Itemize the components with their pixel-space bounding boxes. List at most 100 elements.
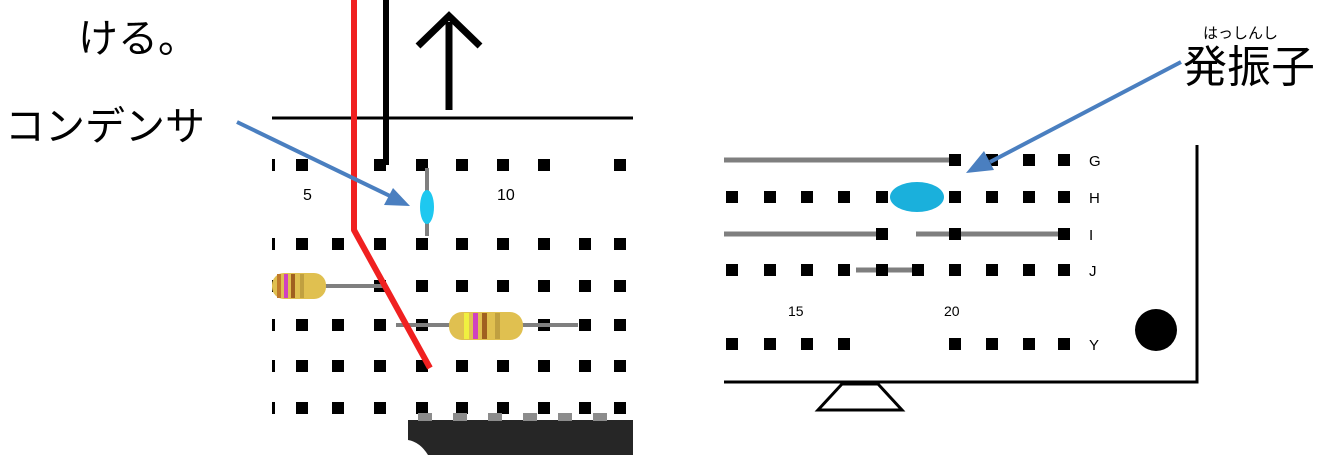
breadboard-hole (538, 280, 550, 292)
breadboard-hole (764, 264, 776, 276)
breadboard-hole (1058, 154, 1070, 166)
breadboard-hole (614, 319, 626, 331)
breadboard-hole (296, 159, 308, 171)
ic-chip (408, 413, 633, 455)
breadboard-hole (332, 238, 344, 250)
breadboard-hole (579, 402, 591, 414)
breadboard-hole (986, 264, 998, 276)
breadboard-hole (497, 280, 509, 292)
breadboard-hole (949, 338, 961, 350)
oscillator-pointer-arrow (966, 60, 1182, 173)
breadboard-hole (614, 402, 626, 414)
breadboard-hole (1023, 154, 1035, 166)
breadboard-hole-edge (272, 360, 275, 372)
breadboard-hole (497, 360, 509, 372)
board-stand (814, 382, 906, 412)
breadboard-hole (1023, 264, 1035, 276)
column-number-5: 5 (303, 187, 312, 204)
breadboard-hole (949, 154, 961, 166)
breadboard-hole (1023, 338, 1035, 350)
breadboard-hole (374, 238, 386, 250)
breadboard-hole (374, 402, 386, 414)
breadboard-hole (332, 402, 344, 414)
top-text: ける。 (78, 16, 198, 62)
breadboard-hole (986, 191, 998, 203)
breadboard-hole (614, 280, 626, 292)
breadboard-hole (1023, 191, 1035, 203)
breadboard-hole (876, 191, 888, 203)
row-label-j: J (1089, 263, 1097, 280)
breadboard-hole (296, 238, 308, 250)
breadboard-hole (1058, 264, 1070, 276)
resistor-1 (272, 273, 386, 299)
breadboard-hole (726, 264, 738, 276)
breadboard-hole (579, 360, 591, 372)
breadboard-hole (374, 360, 386, 372)
breadboard-hole (456, 238, 468, 250)
breadboard-hole (949, 264, 961, 276)
breadboard-hole-edge (272, 159, 275, 171)
column-number-20: 20 (944, 303, 960, 319)
breadboard-hole (332, 319, 344, 331)
column-number-10: 10 (497, 187, 515, 204)
breadboard-hole-edge (272, 238, 275, 250)
breadboard-hole (801, 264, 813, 276)
board-frame (724, 145, 1199, 384)
breadboard-hole (538, 360, 550, 372)
breadboard-hole (614, 238, 626, 250)
breadboard-hole (1058, 191, 1070, 203)
breadboard-hole (838, 338, 850, 350)
red-wire (351, 0, 433, 370)
breadboard-hole (801, 191, 813, 203)
oscillator-label: 発振子 (1183, 42, 1315, 93)
breadboard-hole (912, 264, 924, 276)
breadboard-hole (764, 338, 776, 350)
breadboard-hole (374, 319, 386, 331)
breadboard-hole (876, 264, 888, 276)
breadboard-hole (497, 159, 509, 171)
breadboard-hole (296, 360, 308, 372)
capacitor-pointer-arrow (236, 120, 410, 206)
capacitor-label: コンデンサ (5, 104, 205, 150)
breadboard-hole (497, 238, 509, 250)
breadboard-hole (456, 280, 468, 292)
breadboard-hole (332, 360, 344, 372)
breadboard-hole (296, 319, 308, 331)
oscillator-ruby: はっしんし (1203, 24, 1278, 42)
breadboard-hole (456, 159, 468, 171)
breadboard-hole (764, 191, 776, 203)
breadboard-hole-edge (272, 402, 275, 414)
resistor-2 (396, 312, 578, 340)
breadboard-hole (579, 238, 591, 250)
row-label-i: I (1089, 227, 1093, 244)
breadboard-hole (838, 191, 850, 203)
breadboard-hole (838, 264, 850, 276)
breadboard-hole (538, 402, 550, 414)
breadboard-hole (801, 338, 813, 350)
left-hole-grid (272, 159, 626, 414)
breadboard-hole (614, 360, 626, 372)
row-label-h: H (1089, 190, 1100, 207)
capacitor (420, 168, 434, 236)
breadboard-hole (986, 338, 998, 350)
breadboard-hole (1058, 228, 1070, 240)
breadboard-hole (614, 159, 626, 171)
right-hole-grid (726, 154, 1070, 350)
breadboard-hole (949, 228, 961, 240)
breadboard-hole (497, 402, 509, 414)
column-number-15: 15 (788, 303, 804, 319)
row-label-g: G (1089, 153, 1101, 170)
breadboard-hole (374, 159, 386, 171)
up-arrow-icon (415, 11, 483, 110)
breadboard-hole (538, 238, 550, 250)
breadboard-hole (876, 228, 888, 240)
breadboard-hole (579, 319, 591, 331)
breadboard-hole (416, 402, 428, 414)
breadboard-hole (296, 402, 308, 414)
row-label-y: Y (1089, 337, 1099, 354)
breadboard-hole (1058, 338, 1070, 350)
breadboard-hole (538, 159, 550, 171)
breadboard-hole (416, 280, 428, 292)
breadboard-hole (949, 191, 961, 203)
